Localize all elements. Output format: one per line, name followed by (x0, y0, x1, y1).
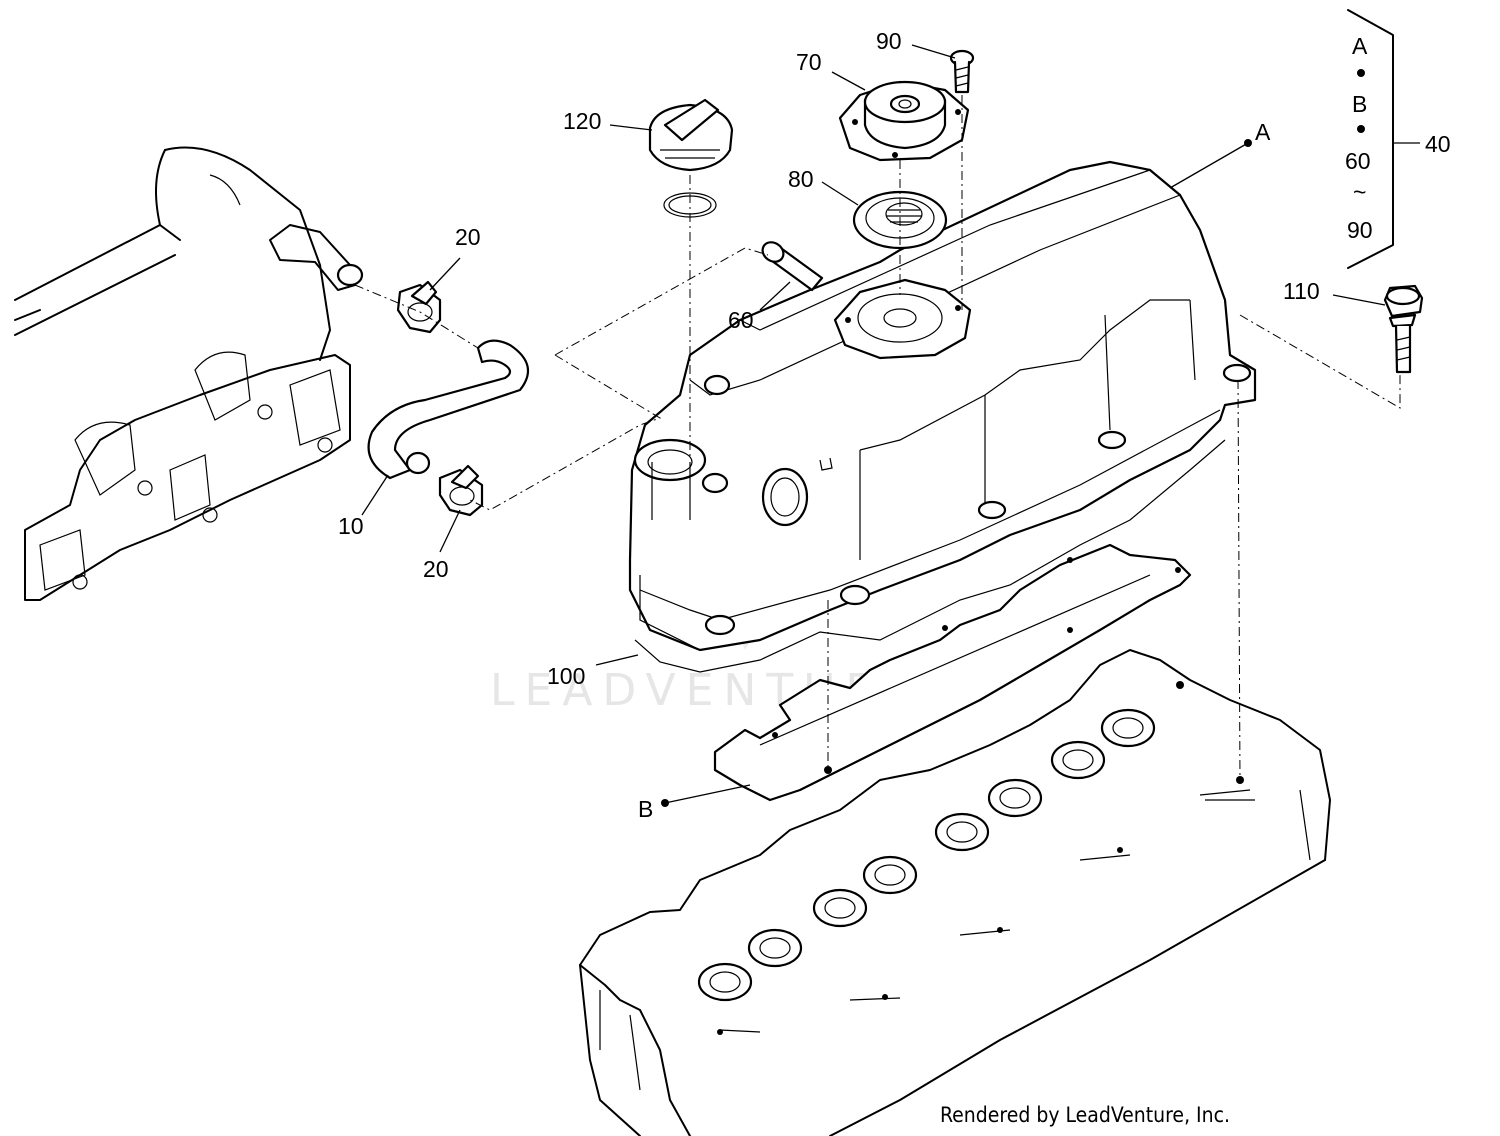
breather-hose-part-10 (367, 339, 530, 480)
render-credit: Rendered by LeadVenture, Inc. (940, 1103, 1230, 1127)
kit-bracket (1347, 9, 1420, 269)
callout-40: 40 (1425, 131, 1451, 157)
kit-line-90: 90 (1347, 217, 1373, 243)
callout-100: 100 (547, 663, 585, 689)
callout-ref-b: B (638, 796, 653, 822)
callout-60: 60 (728, 307, 754, 333)
gasket (713, 543, 1192, 802)
assembly-lines (354, 95, 1401, 781)
pipe-part-60 (761, 241, 824, 292)
callout-110: 110 (1283, 278, 1320, 304)
callout-90: 90 (876, 28, 902, 54)
breather-cover-part-70 (838, 80, 970, 162)
kit-line-tilde: ~ (1353, 179, 1366, 205)
cylinder-head (579, 649, 1331, 1136)
callout-10: 10 (338, 513, 364, 539)
valve-cover (628, 160, 1257, 673)
callout-80: 80 (788, 166, 814, 192)
hose-clamp-part-20-lower (438, 464, 484, 517)
callout-70: 70 (796, 49, 822, 75)
screw-part-90 (949, 49, 975, 94)
valve-rings (697, 708, 1156, 1002)
callout-20-lower: 20 (423, 556, 449, 582)
oil-filler-cap-part-120 (648, 98, 734, 218)
hose-clamp-part-20-upper (396, 280, 442, 334)
callout-120: 120 (563, 108, 601, 134)
exhaust-manifold (14, 146, 364, 601)
leader-lines (361, 44, 1386, 807)
kit-line-a: A (1352, 33, 1368, 59)
kit-line-b: B (1352, 91, 1367, 117)
callout-ref-a: A (1255, 119, 1271, 145)
callout-20-upper: 20 (455, 224, 481, 250)
bolt-part-110 (1383, 284, 1424, 374)
kit-line-60: 60 (1345, 148, 1371, 174)
